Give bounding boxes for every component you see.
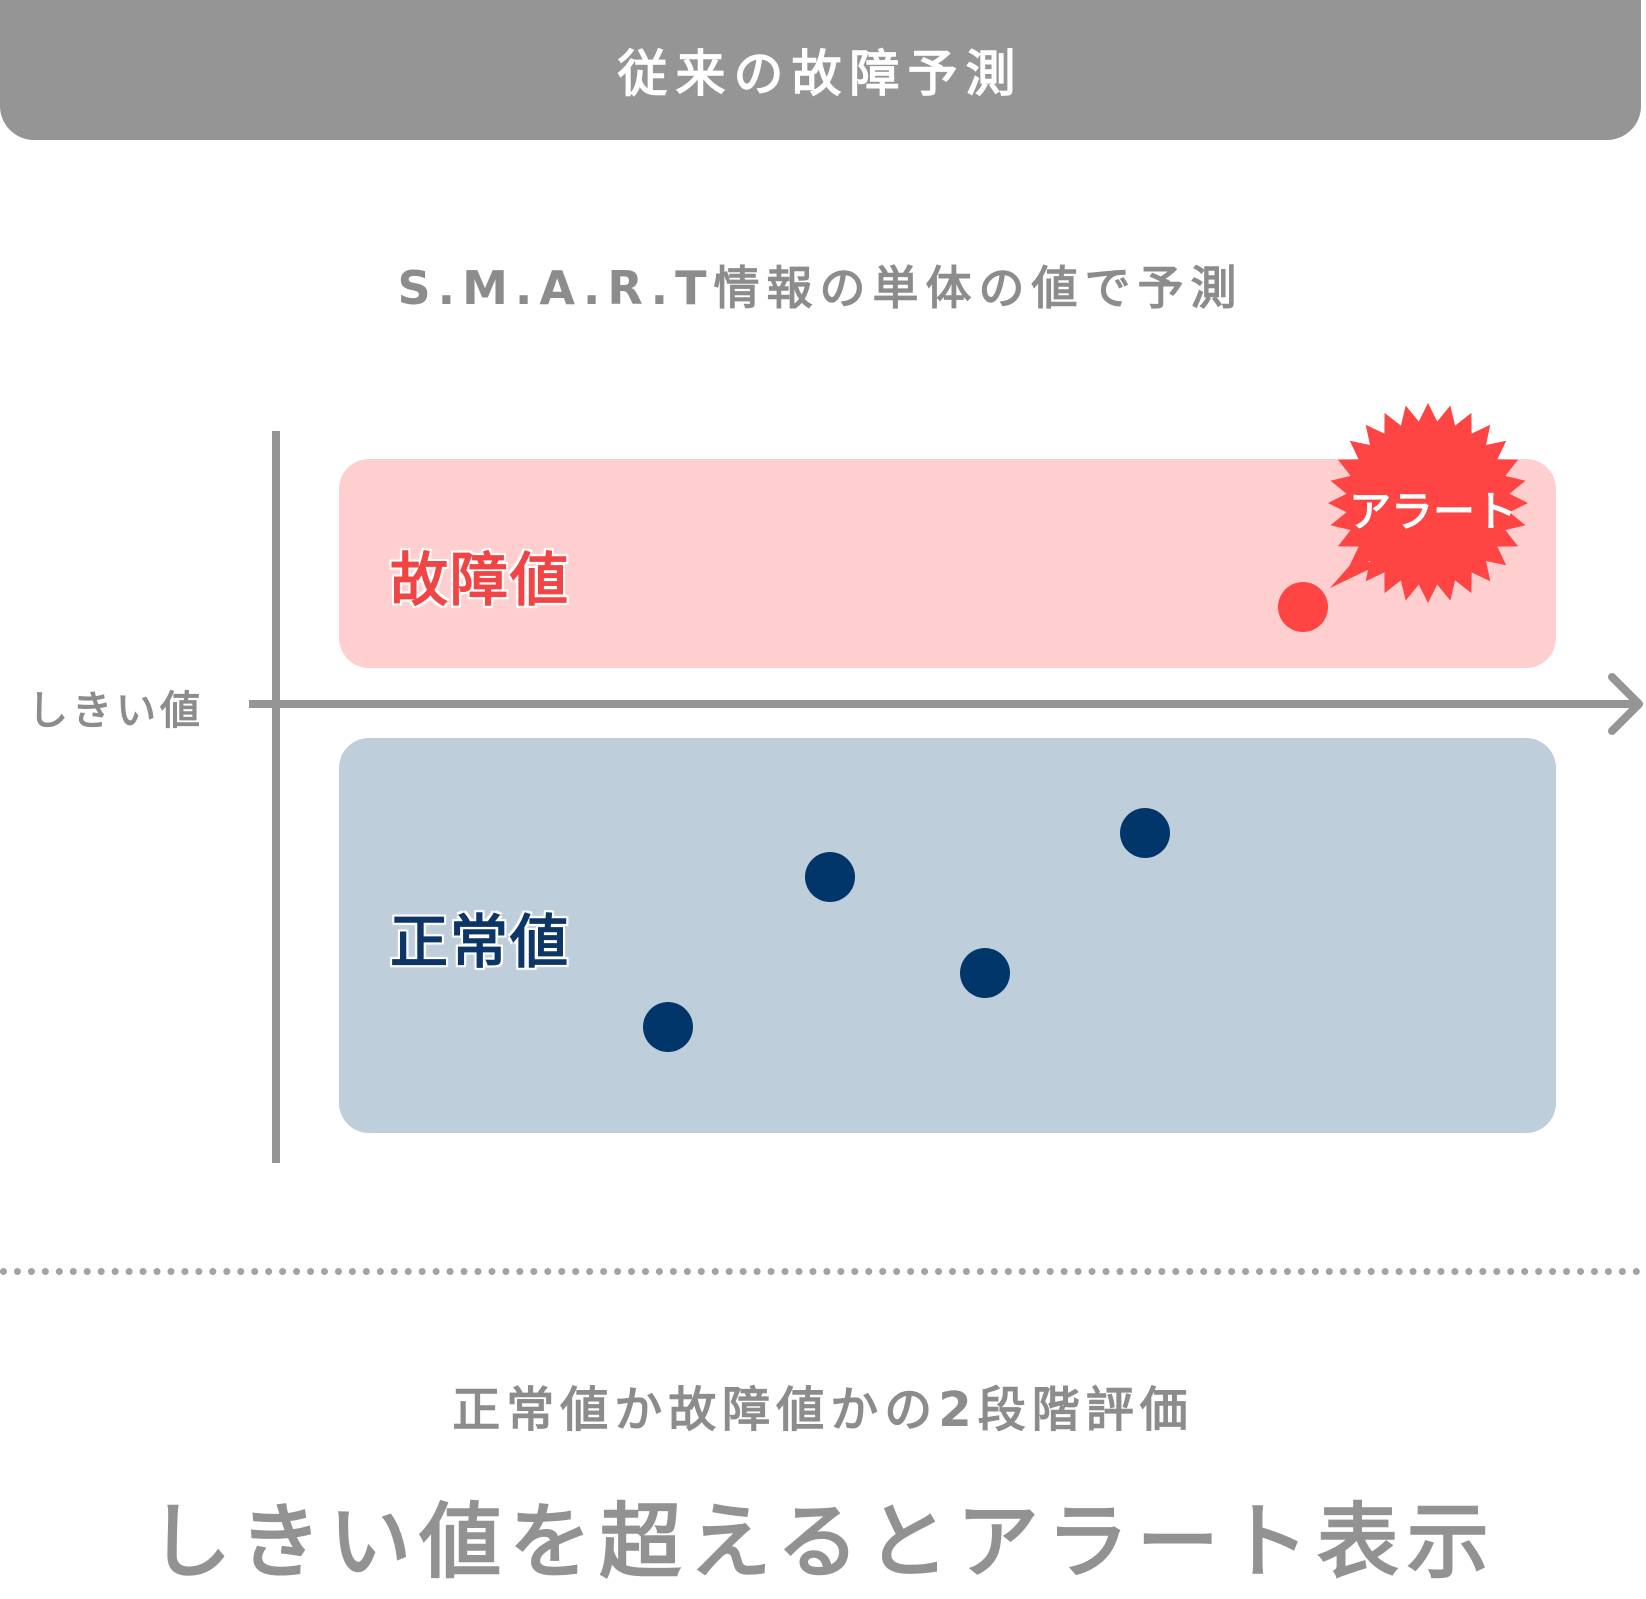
dotted-divider [0,1268,1641,1275]
normal-data-point [643,1002,693,1052]
header-title: 従来の故障予測 [617,45,1024,103]
axis-arrow-head [1608,673,1643,735]
alert-pointer [1330,556,1376,588]
fault-zone-label: 故障値 [390,546,571,614]
evaluation-text: 正常値か故障値かの2段階評価 [452,1382,1194,1438]
alert-starburst [1328,403,1528,603]
normal-zone [339,738,1556,1133]
header-banner: 従来の故障予測 [0,0,1641,140]
normal-data-point [805,852,855,902]
conclusion-text: しきい値を超えるとアラート表示 [149,1495,1497,1590]
normal-data-point [1120,808,1170,858]
fault-zone [339,459,1556,668]
alert-label: アラート [1348,487,1517,536]
normal-data-point [960,948,1010,998]
subtitle: S.M.A.R.T情報の単体の値で予測 [397,261,1244,315]
fault-data-point [1278,582,1328,632]
threshold-label: しきい値 [28,688,204,734]
normal-zone-label: 正常値 [390,908,571,976]
